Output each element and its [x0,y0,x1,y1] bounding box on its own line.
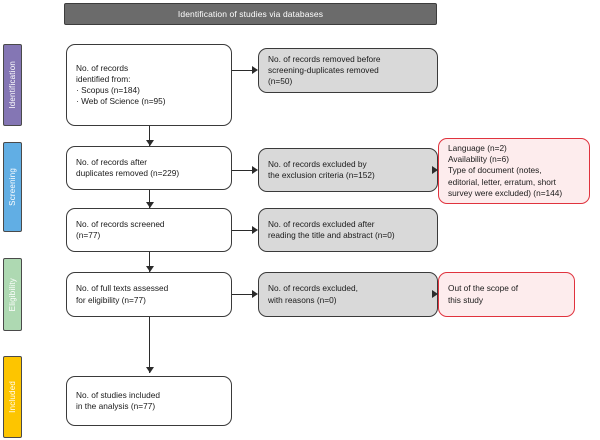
arrow-full-texts-to-excluded-reasons [252,290,258,298]
phase-label-included: Included [8,381,17,413]
phase-bar-eligibility: Eligibility [3,258,22,331]
phase-label-eligibility: Eligibility [8,277,17,312]
arrow-full-texts-to-included [146,367,154,373]
box-studies-included: No. of studies included in the analysis … [66,376,232,426]
box-out-of-scope: Out of the scope of this study [438,272,575,317]
arrow-identified-to-after-duplicates [146,140,154,146]
arrow-after-duplicates-to-excluded [252,166,258,174]
box-records-screened: No. of records screened (n=77) [66,208,232,252]
connector-screened-to-full-texts [149,252,150,272]
connector-after-duplicates-to-screened [149,190,150,208]
phase-bar-included: Included [3,356,22,438]
diagram-banner: Identification of studies via databases [64,3,437,25]
connector-screened-to-excluded-title [232,230,252,231]
connector-after-duplicates-to-excluded [232,170,252,171]
arrow-screened-to-excluded-title [252,226,258,234]
box-records-excluded-by-criteria: No. of records excluded by the exclusion… [258,148,438,192]
box-records-removed-before-screening: No. of records removed before screening-… [258,48,438,93]
box-full-texts-assessed: No. of full texts assessed for eligibili… [66,272,232,317]
phase-bar-screening: Screening [3,142,22,232]
connector-full-texts-to-included [149,317,150,373]
arrow-excluded-reasons-to-out-of-scope [432,290,438,298]
arrow-excluded-to-reasons [432,166,438,174]
box-records-excluded-title-abstract: No. of records excluded after reading th… [258,208,438,252]
connector-identified-to-after-duplicates [149,126,150,146]
box-records-identified: No. of records identified from: · Scopus… [66,44,232,126]
phase-label-identification: Identification [8,61,17,109]
arrow-screened-to-full-texts [146,266,154,272]
connector-identified-to-removed [232,70,252,71]
box-records-after-duplicates: No. of records after duplicates removed … [66,146,232,190]
phase-label-screening: Screening [8,168,17,206]
banner-label: Identification of studies via databases [177,9,324,19]
box-exclusion-reasons: Language (n=2) Availability (n=6) Type o… [438,138,590,204]
phase-bar-identification: Identification [3,44,22,126]
box-records-excluded-with-reasons: No. of records excluded, with reasons (n… [258,272,438,317]
connector-full-texts-to-excluded-reasons [232,294,252,295]
arrow-identified-to-removed [252,66,258,74]
arrow-after-duplicates-to-screened [146,202,154,208]
